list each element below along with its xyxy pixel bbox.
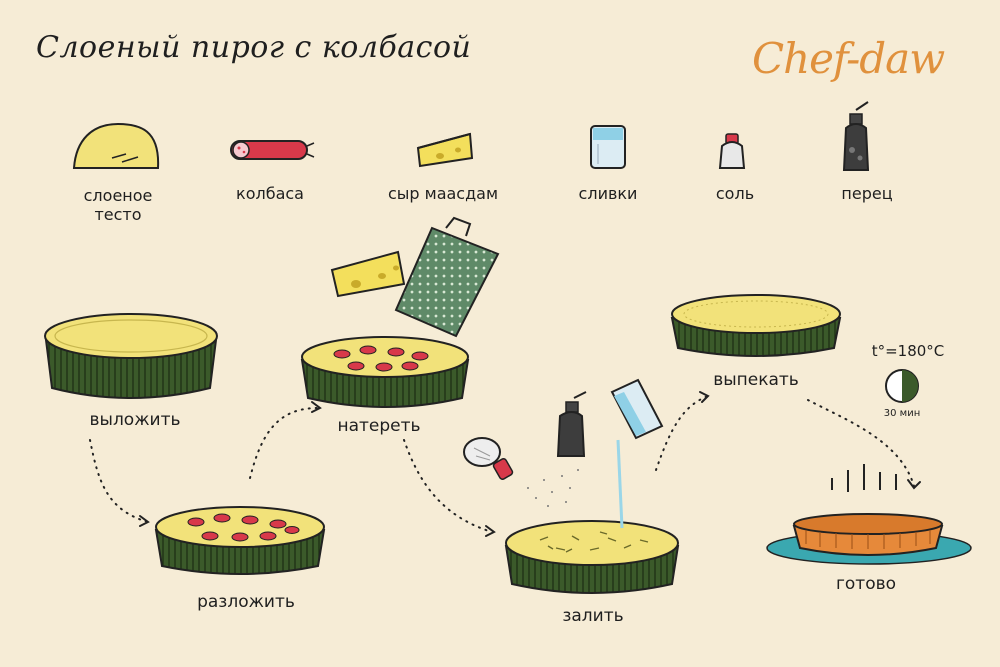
flow-arrows <box>89 395 915 533</box>
seasoning-dots <box>527 469 579 507</box>
step-label-grate: натереть <box>337 416 421 436</box>
dough-icon <box>72 122 160 169</box>
cream-glass-icon <box>590 125 626 169</box>
pepper-grinder-icon <box>842 101 870 171</box>
empty-tin <box>44 313 218 399</box>
tin-pour <box>504 520 680 594</box>
cream-glass-pour-icon <box>610 378 664 529</box>
page-title: Слоеный пирог с колбасой <box>36 30 472 65</box>
ingredient-label-salt: соль <box>715 184 755 203</box>
step-label-lay: выложить <box>89 410 181 430</box>
ingredient-label-cream: сливки <box>578 184 638 203</box>
brand-logo: Chef-daw <box>752 34 945 83</box>
salt-shaker-tilted-icon <box>463 437 514 480</box>
ingredient-label-sausage: колбаса <box>236 184 304 203</box>
cheese-icon <box>416 132 474 168</box>
step-label-bake: выпекать <box>713 370 799 390</box>
salt-shaker-icon <box>718 133 746 169</box>
tin-grate <box>300 336 470 408</box>
arrow-heads <box>139 391 921 537</box>
grater-icon <box>394 216 500 338</box>
bake-time: 30 мин <box>883 408 921 419</box>
ingredient-label-line2: тесто <box>94 205 142 224</box>
tin-baking <box>670 294 842 357</box>
finished-pie <box>766 513 972 565</box>
steam-lines <box>831 464 897 492</box>
step-label-done: готово <box>835 574 897 594</box>
ingredient-label-dough: слоеное тесто <box>84 186 153 224</box>
step-label-spread: разложить <box>197 592 295 612</box>
ingredient-label-line1: слоеное <box>83 186 153 205</box>
sausage-icon <box>230 140 315 160</box>
ingredient-label-cheese: сыр маасдам <box>387 184 499 203</box>
cheese-wedge-icon <box>330 250 406 298</box>
timer-icon <box>885 369 919 403</box>
tin-with-sausage <box>154 506 326 575</box>
ingredient-label-pepper: перец <box>841 184 893 203</box>
pepper-grinder-tilted-icon <box>556 391 587 457</box>
step-label-pour: залить <box>562 606 624 626</box>
bake-temperature: t°=180°C <box>871 342 945 360</box>
